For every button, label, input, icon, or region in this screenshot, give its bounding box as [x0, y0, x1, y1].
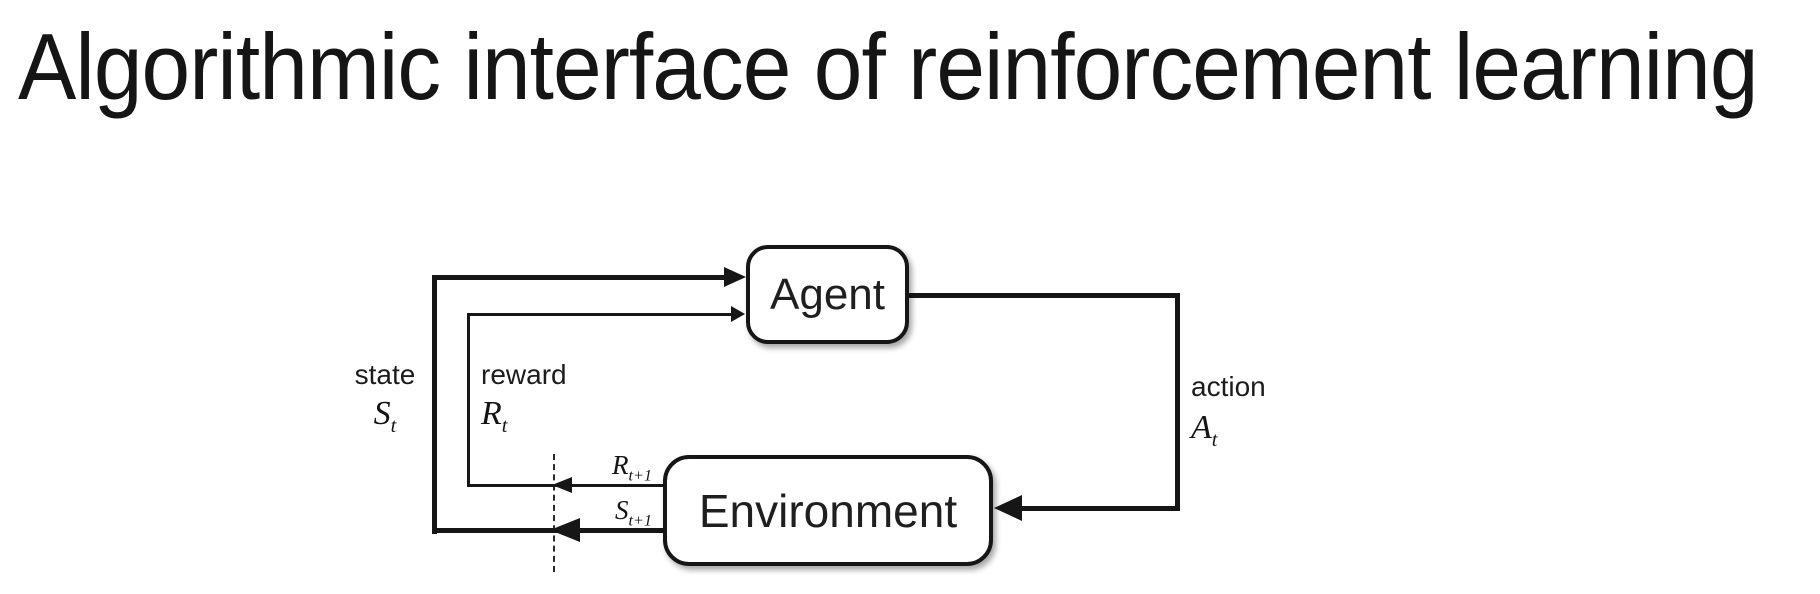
- reward-line-top: [467, 313, 733, 316]
- state-arrowhead-into-agent-icon: [724, 267, 746, 287]
- next-state-symbol: St+1: [614, 495, 652, 530]
- state-label: state: [354, 359, 416, 390]
- state-line-left: [432, 275, 437, 534]
- state-line-top: [432, 275, 726, 280]
- action-line-right: [1175, 293, 1180, 511]
- agent-node-label: Agent: [770, 269, 885, 319]
- reward-symbol: Rt: [481, 395, 508, 437]
- action-symbol: At: [1191, 409, 1218, 451]
- next-reward-arrowhead-icon: [552, 477, 572, 493]
- action-label: action: [1191, 371, 1266, 402]
- next-reward-symbol: Rt+1: [611, 450, 652, 485]
- action-arrowhead-into-environment-icon: [994, 495, 1022, 521]
- environment-node-label: Environment: [698, 484, 958, 537]
- action-line-bottom: [1022, 506, 1175, 511]
- slide-title: Algorithmic interface of reinforcement l…: [18, 14, 1758, 119]
- time-step-boundary-line: [553, 454, 555, 572]
- agent-node: Agent: [746, 245, 909, 344]
- reward-label: reward: [481, 359, 567, 390]
- next-state-arrowhead-icon: [550, 518, 580, 542]
- next-state-line: [432, 528, 663, 533]
- action-line-top: [909, 293, 1180, 298]
- state-symbol: St: [373, 395, 397, 437]
- environment-node: Environment: [663, 455, 993, 566]
- reward-arrowhead-into-agent-icon: [731, 306, 745, 322]
- reward-line-left: [467, 313, 470, 487]
